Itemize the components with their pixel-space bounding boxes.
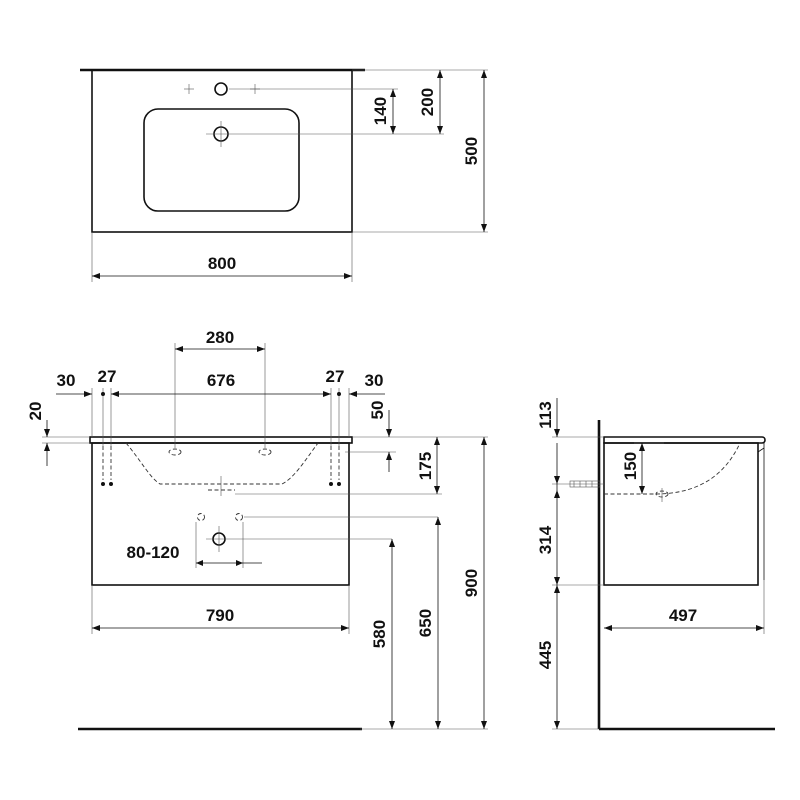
cabinet-front	[91, 442, 350, 586]
top-view: 800 140 200 500	[80, 68, 488, 282]
dim-label-314: 314	[536, 525, 555, 554]
dim-label-200: 200	[418, 88, 437, 116]
front-view: 280 30 27 676 27 30 20 50 175 80-120 790…	[26, 328, 488, 731]
dim-label-113: 113	[536, 401, 555, 428]
dim-label-27-right: 27	[326, 367, 345, 386]
bowl-outline-top	[143, 108, 300, 212]
dim-label-30-left: 30	[57, 371, 76, 390]
dim-label-150: 150	[621, 452, 640, 480]
dim-label-175: 175	[416, 452, 435, 480]
dim-label-900: 900	[462, 569, 481, 597]
dim-label-80-120: 80-120	[127, 543, 180, 562]
dim-label-500: 500	[462, 137, 481, 165]
dim-label-50: 50	[368, 401, 387, 420]
tap-hole-icon	[214, 82, 228, 96]
dim-label-650: 650	[416, 609, 435, 637]
dim-label-27-left: 27	[98, 367, 117, 386]
basin-top-side	[603, 436, 766, 444]
bowl-hidden-side	[604, 442, 741, 495]
dim-label-280: 280	[206, 328, 234, 347]
dim-label-30-right: 30	[365, 371, 384, 390]
dim-label-445: 445	[536, 641, 555, 669]
side-view: 113 150 314 497 445	[536, 398, 775, 731]
dim-label-580: 580	[370, 620, 389, 648]
cabinet-side	[603, 442, 759, 586]
basin-top-slab	[89, 436, 353, 444]
basin-outline-top	[91, 69, 353, 233]
dim-label-140: 140	[371, 97, 390, 125]
dim-label-790: 790	[206, 606, 234, 625]
dim-label-20: 20	[26, 402, 45, 421]
dim-label-497: 497	[669, 606, 697, 625]
bowl-hidden-outline	[125, 442, 319, 485]
dim-label-676: 676	[207, 371, 235, 390]
dim-label-800: 800	[208, 254, 236, 273]
